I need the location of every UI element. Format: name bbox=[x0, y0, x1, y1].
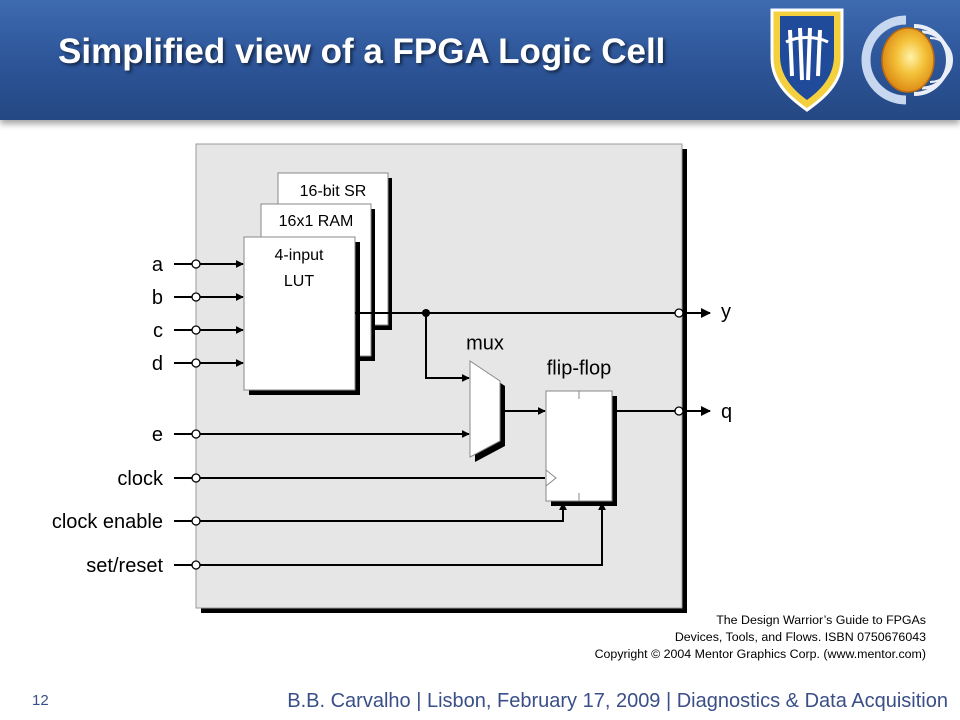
input-label-a: a bbox=[152, 254, 164, 276]
input-label-clock-enable: clock enable bbox=[52, 511, 163, 533]
mux-block: mux bbox=[466, 332, 505, 462]
output-ports bbox=[674, 308, 684, 416]
slide-number: 12 bbox=[32, 692, 49, 709]
output-label-q: q bbox=[721, 401, 732, 423]
lut-label-line2: LUT bbox=[284, 273, 314, 290]
input-ports bbox=[191, 259, 201, 570]
flipflop-block: flip-flop bbox=[545, 357, 617, 506]
footer-text: B.B. Carvalho | Lisbon, February 17, 200… bbox=[287, 690, 948, 712]
control-input-wires bbox=[174, 430, 606, 566]
lut-input-wires bbox=[174, 260, 244, 367]
ram-label: 16x1 RAM bbox=[279, 213, 354, 230]
input-label-set-reset: set/reset bbox=[86, 555, 163, 577]
flipflop-label: flip-flop bbox=[547, 357, 611, 379]
input-label-e: e bbox=[152, 424, 163, 446]
input-label-b: b bbox=[152, 287, 163, 309]
credit-line-1: The Design Warrior’s Guide to FPGAs bbox=[716, 613, 926, 627]
mux-label: mux bbox=[466, 332, 504, 354]
slide-title: Simplified view of a FPGA Logic Cell bbox=[58, 32, 666, 71]
output-label-y: y bbox=[721, 301, 731, 323]
lut-label-line1: 4-input bbox=[275, 247, 324, 264]
input-labels: a b c d e clock clock enable set/reset bbox=[52, 254, 164, 577]
lut-output-wires bbox=[355, 308, 711, 416]
lut-block: 4-input LUT bbox=[243, 236, 360, 395]
credit-line-3: Copyright © 2004 Mentor Graphics Corp. (… bbox=[594, 647, 926, 661]
slide-header: Simplified view of a FPGA Logic Cell bbox=[0, 0, 960, 120]
input-label-c: c bbox=[153, 320, 163, 342]
image-credit: The Design Warrior’s Guide to FPGAs Devi… bbox=[595, 612, 926, 663]
ist-shield-logo bbox=[770, 8, 844, 112]
junction-dot bbox=[422, 309, 430, 317]
ipfn-sphere-logo bbox=[861, 15, 953, 105]
input-label-d: d bbox=[152, 353, 163, 375]
credit-line-2: Devices, Tools, and Flows. ISBN 07506760… bbox=[674, 630, 926, 644]
shift-register-label: 16-bit SR bbox=[300, 183, 367, 200]
input-label-clock: clock bbox=[117, 468, 164, 490]
output-labels: y q bbox=[721, 301, 732, 423]
